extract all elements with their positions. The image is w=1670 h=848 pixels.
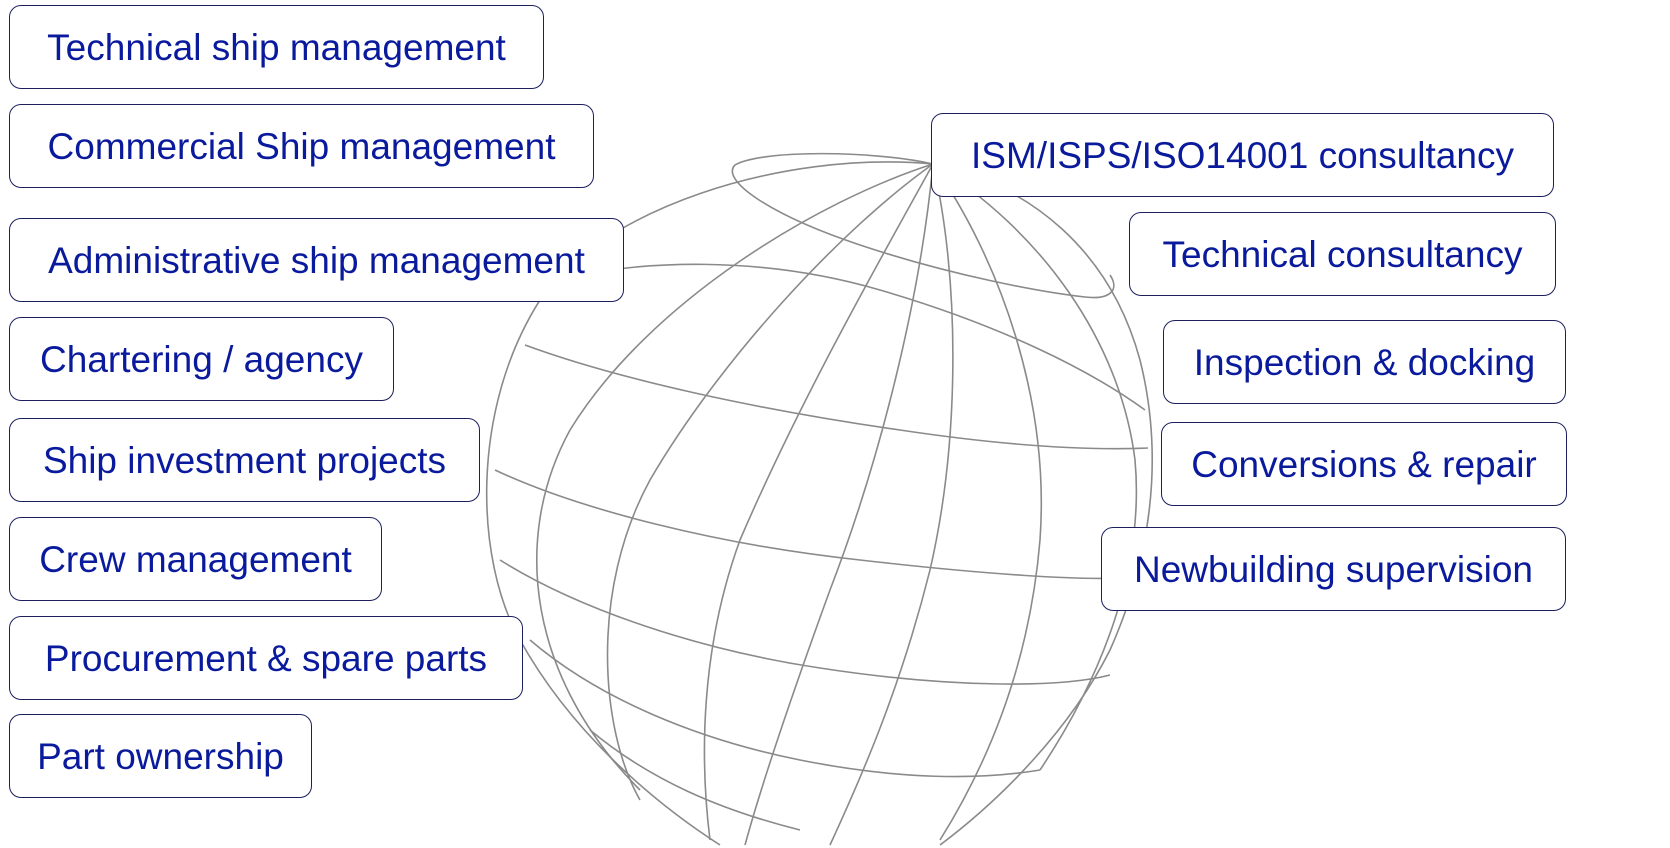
globe-latitude-6	[589, 729, 801, 831]
service-label: Part ownership	[37, 735, 284, 777]
globe-latitude-3	[494, 469, 1121, 580]
globe-outline	[485, 161, 934, 846]
globe-longitude-1	[536, 163, 934, 791]
service-technical-consultancy: Technical consultancy	[1129, 212, 1556, 296]
service-label: Technical ship management	[47, 26, 506, 68]
service-crew-management: Crew management	[9, 517, 382, 601]
service-conversions-repair: Conversions & repair	[1161, 422, 1567, 506]
service-label: Procurement & spare parts	[44, 637, 488, 679]
service-label: Conversions & repair	[1191, 443, 1537, 485]
service-label: Inspection & docking	[1193, 341, 1536, 383]
service-label: Crew management	[39, 538, 352, 580]
globe-longitude-4	[744, 163, 934, 846]
service-inspection-docking: Inspection & docking	[1163, 320, 1566, 404]
service-newbuilding-supervision: Newbuilding supervision	[1101, 527, 1566, 611]
globe-longitude-7	[932, 163, 1138, 771]
service-label: Technical consultancy	[1162, 233, 1523, 275]
service-label: Administrative ship management	[48, 239, 585, 281]
service-chartering-agency: Chartering / agency	[9, 317, 394, 401]
globe-longitude-3	[703, 163, 934, 841]
service-technical-ship-management: Technical ship management	[9, 5, 544, 89]
globe-latitude-2	[524, 344, 1149, 450]
service-ship-investment-projects: Ship investment projects	[9, 418, 480, 502]
service-label: Commercial Ship management	[47, 125, 556, 167]
service-ism-isps-iso14001-consultancy: ISM/ISPS/ISO14001 consultancy	[931, 113, 1554, 197]
service-administrative-ship-management: Administrative ship management	[9, 218, 624, 302]
service-label: ISM/ISPS/ISO14001 consultancy	[971, 134, 1514, 176]
service-procurement-spare-parts: Procurement & spare parts	[9, 616, 523, 700]
globe-latitude-4	[499, 559, 1111, 685]
service-label: Chartering / agency	[40, 338, 363, 380]
globe-outline-right	[932, 163, 1154, 846]
service-label: Newbuilding supervision	[1134, 548, 1533, 590]
globe-pole-ring	[731, 152, 1115, 299]
service-label: Ship investment projects	[42, 439, 447, 481]
globe-latitude-5	[529, 639, 1041, 778]
globe-longitude-5	[829, 163, 954, 846]
service-commercial-ship-management: Commercial Ship management	[9, 104, 594, 188]
globe-longitude-2	[606, 163, 934, 801]
globe-longitude-6	[932, 163, 1043, 841]
globe-latitude-1	[554, 263, 1146, 411]
service-part-ownership: Part ownership	[9, 714, 312, 798]
